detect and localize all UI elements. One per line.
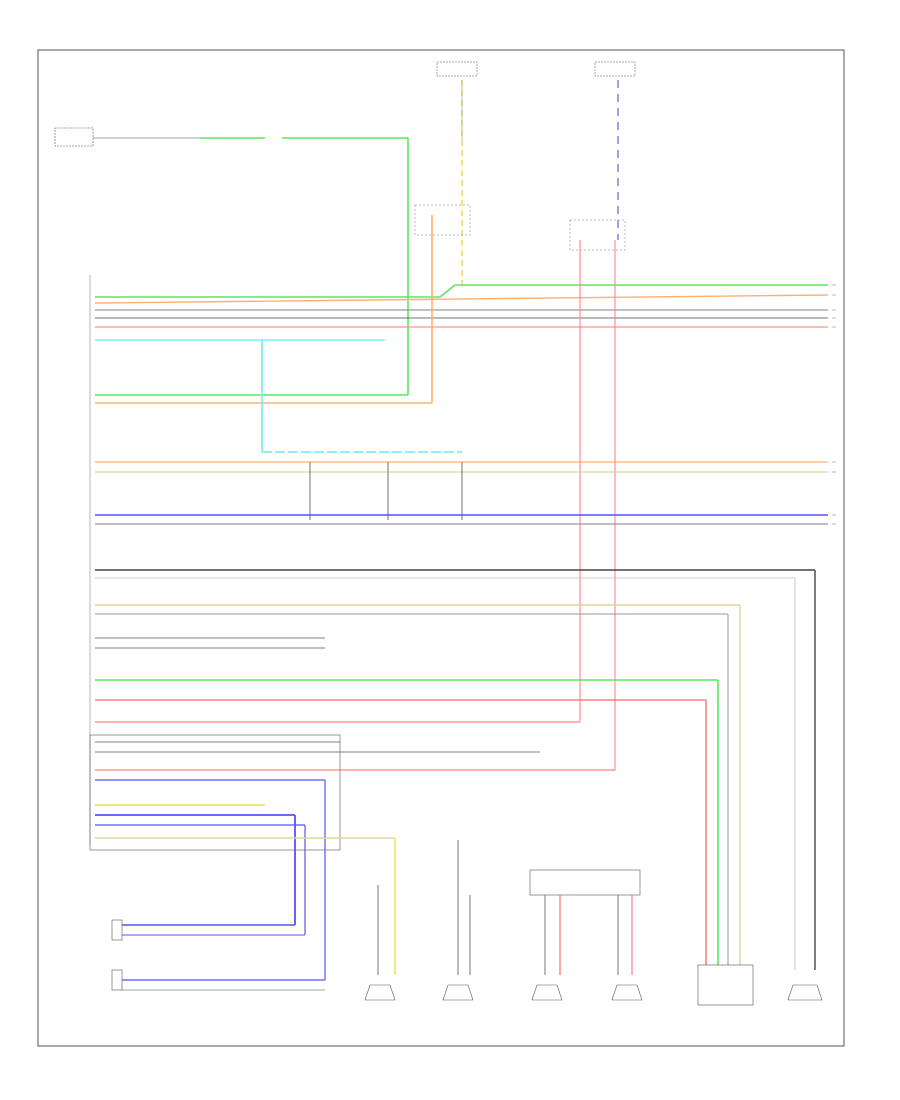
splice-top: [414, 204, 471, 236]
audio-unit-box: [529, 869, 641, 896]
subwoofer-box: [697, 964, 754, 1006]
diagram-border: [37, 49, 845, 1047]
right-terminal-ticks: [832, 284, 836, 525]
speaker-rr: [611, 984, 643, 1001]
speaker-rf: [531, 984, 563, 1001]
bus-orange-1: [94, 294, 829, 304]
bus-green-1b: [439, 284, 456, 298]
splice-mid: [569, 219, 626, 251]
antenna-symbol: [787, 984, 823, 1001]
radio-connector-box: [89, 734, 341, 851]
speaker-lr: [442, 984, 474, 1001]
fuse-block-left: [436, 61, 478, 77]
top-left-module: [54, 127, 94, 147]
fuse-block-right: [594, 61, 636, 77]
tweeter-right-box: [111, 919, 123, 941]
speaker-lf: [364, 984, 396, 1001]
tweeter-left-box: [111, 969, 123, 991]
